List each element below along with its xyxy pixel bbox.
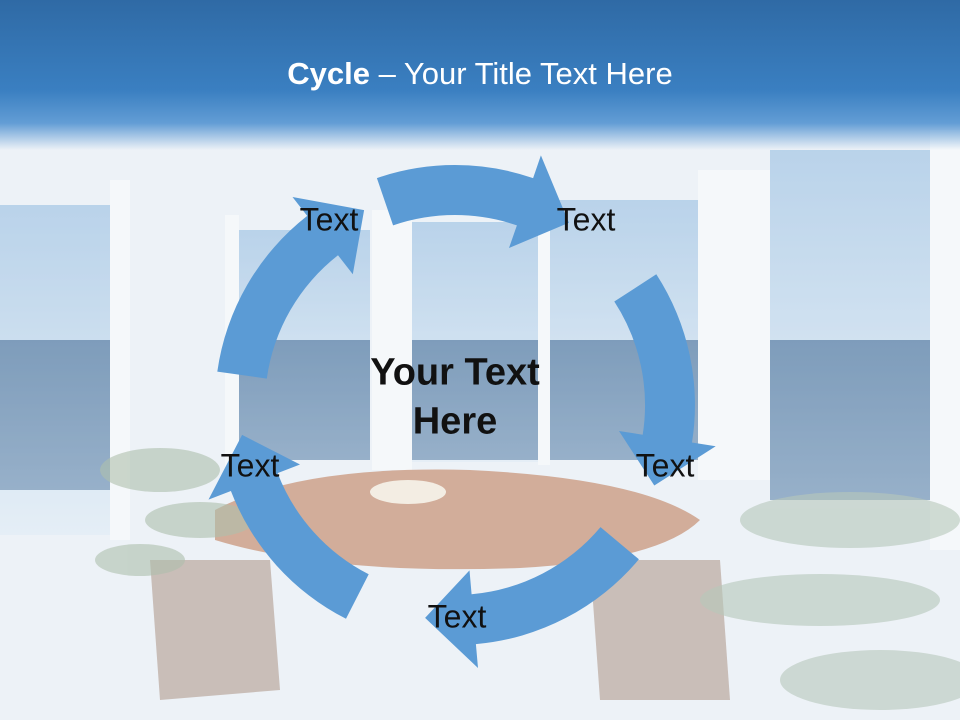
cycle-label-1[interactable]: Text xyxy=(299,201,359,238)
cycle-label-2[interactable]: Text xyxy=(556,201,616,238)
window-frames xyxy=(110,130,960,550)
center-line-1: Your Text xyxy=(370,351,540,394)
plant-right xyxy=(700,492,960,710)
center-text[interactable]: Your Text Here xyxy=(370,348,540,445)
sea xyxy=(0,340,110,490)
title-rest: – Your Title Text Here xyxy=(370,56,673,91)
cycle-label-5[interactable]: Text xyxy=(220,447,280,484)
cycle-label-3[interactable]: Text xyxy=(635,447,695,484)
cycle-label-4[interactable]: Text xyxy=(427,598,487,635)
title-band xyxy=(0,0,960,150)
sea xyxy=(412,340,538,460)
center-line-2: Here xyxy=(412,400,498,442)
title-bold: Cycle xyxy=(287,56,370,91)
slide-title[interactable]: Cycle – Your Title Text Here xyxy=(0,56,960,92)
sea xyxy=(770,340,930,500)
fruit-bowl xyxy=(370,480,446,504)
